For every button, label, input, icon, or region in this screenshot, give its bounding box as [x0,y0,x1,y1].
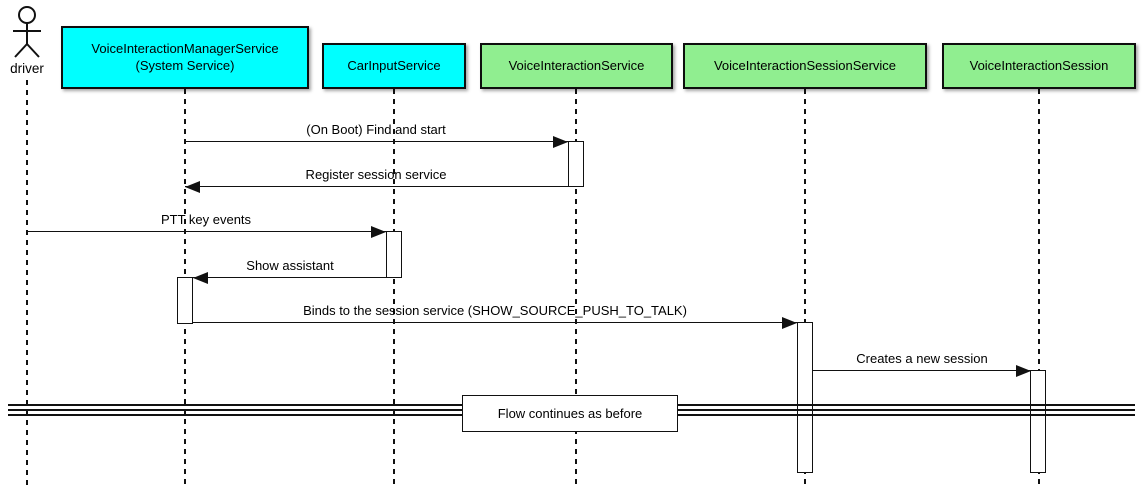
message-label-on-boot-find-and-start: (On Boot) Find and start [306,122,446,137]
message-line-binds-to-session-service [193,322,797,323]
actor-label-driver: driver [10,61,44,76]
divider-label-box: Flow continues as before [462,395,678,432]
participant-voice-interaction-service: VoiceInteractionService [480,43,673,89]
divider-label: Flow continues as before [497,406,643,421]
message-label-ptt-key-events: PTT key events [160,212,252,227]
arrowhead-right-icon [371,226,386,238]
participant-name: VoiceInteractionService [508,57,645,73]
message-line-show-assistant [193,277,386,278]
lifeline-driver [26,80,28,489]
activation-voice-interaction-manager-service [177,277,193,324]
arrowhead-left-icon [193,272,208,284]
participant-name: VoiceInteractionSessionService [713,57,897,73]
activation-voice-interaction-session [1030,370,1046,473]
message-line-ptt-key-events [27,231,386,232]
activation-voice-interaction-session-service [797,322,813,473]
message-label-register-session-service: Register session service [305,167,447,182]
participant-subtitle: (System Service) [135,57,235,73]
activation-car-input-service [386,231,402,278]
message-label-show-assistant: Show assistant [246,258,334,273]
message-line-on-boot-find-and-start [185,141,568,142]
lifeline-voice-interaction-service [575,89,577,489]
arrowhead-right-icon [553,136,568,148]
participant-car-input-service: CarInputService [322,43,466,89]
message-line-creates-new-session [813,370,1031,371]
lifeline-voice-interaction-session-service [804,89,806,489]
activation-voice-interaction-service [568,141,584,187]
arrowhead-right-icon [1016,365,1031,377]
participant-voice-interaction-session: VoiceInteractionSession [942,43,1136,89]
message-label-binds-to-session-service: Binds to the session service (SHOW_SOURC… [303,303,687,318]
arrowhead-left-icon [185,181,200,193]
participant-voice-interaction-manager-service: VoiceInteractionManagerService (System S… [61,26,309,89]
message-label-creates-new-session: Creates a new session [856,351,988,366]
participant-name: VoiceInteractionManagerService [91,40,279,56]
lifeline-car-input-service [393,89,395,489]
actor-stick-figure-icon [13,6,41,58]
participant-name: VoiceInteractionSession [969,57,1109,73]
participant-voice-interaction-session-service: VoiceInteractionSessionService [683,43,927,89]
arrowhead-right-icon [782,317,797,329]
participant-name: CarInputService [347,57,441,73]
lifeline-voice-interaction-session [1038,89,1040,489]
message-line-register-session-service [185,186,568,187]
